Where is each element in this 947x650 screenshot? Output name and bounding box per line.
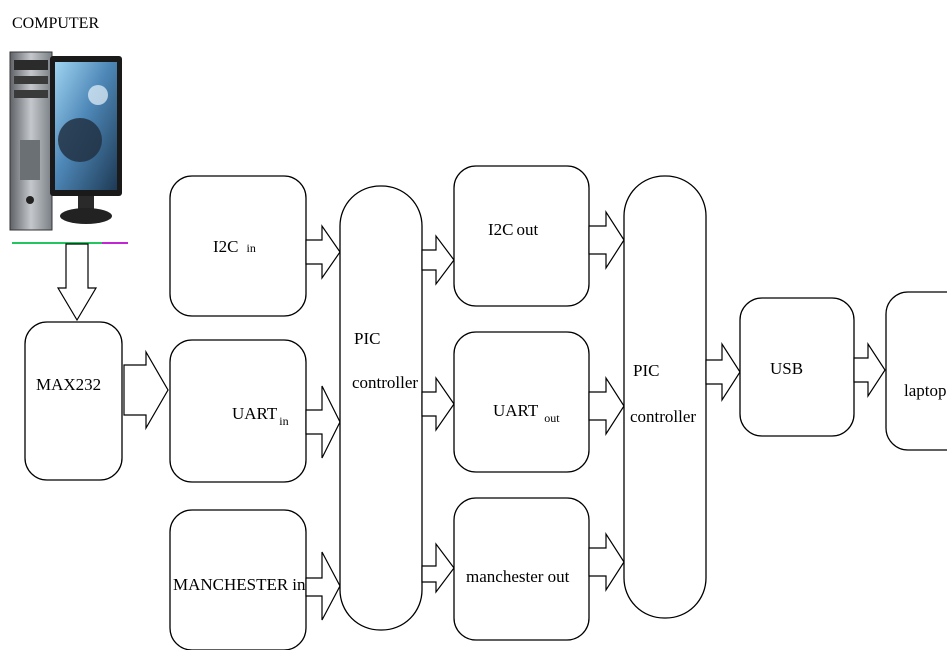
- arrow-computer-to-max232: [58, 244, 96, 320]
- arrow-manchester-out-to-pic2: [589, 534, 624, 590]
- pic-controller-1-block: [340, 186, 422, 630]
- uart-in-sub: in: [279, 414, 288, 428]
- arrow-pic-to-manchester-out: [422, 544, 454, 592]
- uart-out-main: UART: [493, 401, 539, 420]
- computer-icon: [10, 52, 122, 230]
- usb-label: USB: [770, 359, 803, 378]
- manchester-in-main: MANCHESTER: [173, 575, 289, 594]
- pic-controller-2-line1: PIC: [633, 361, 659, 380]
- arrow-manchester-in-to-pic: [306, 552, 340, 620]
- max232-label: MAX232: [36, 375, 101, 394]
- arrow-uart-out-to-pic2: [589, 378, 624, 434]
- arrow-pic-to-i2c-out: [422, 236, 454, 284]
- uart-in-main: UART: [232, 404, 278, 423]
- arrow-i2c-in-to-pic: [306, 226, 340, 278]
- pic-controller-2-block: [624, 176, 706, 618]
- arrow-usb-to-laptop: [854, 344, 885, 396]
- computer-title: COMPUTER: [12, 15, 99, 32]
- pic-controller-1-line2: controller: [352, 373, 418, 392]
- monitor-icon: [50, 56, 122, 224]
- i2c-out-main: I2C: [488, 220, 514, 239]
- arrow-pic2-to-usb: [706, 344, 740, 400]
- i2c-in-main: I2C: [213, 237, 239, 256]
- laptop-block: [886, 292, 947, 450]
- arrow-uart-in-to-pic: [306, 386, 340, 458]
- i2c-in-sub: in: [247, 241, 256, 255]
- arrow-i2c-out-to-pic2: [589, 212, 624, 268]
- laptop-label: laptop: [904, 381, 947, 400]
- pic-controller-2-line2: controller: [630, 407, 696, 426]
- arrow-pic-to-uart-out: [422, 378, 454, 430]
- uart-out-sub: out: [544, 411, 560, 425]
- pic-controller-1-line1: PIC: [354, 329, 380, 348]
- arrow-max232-to-uart-in: [124, 352, 168, 428]
- manchester-in-sub: in: [292, 575, 306, 594]
- i2c-out-sub: out: [517, 220, 539, 239]
- manchester-out-label: manchester out: [466, 567, 570, 586]
- max232-block: [25, 322, 122, 480]
